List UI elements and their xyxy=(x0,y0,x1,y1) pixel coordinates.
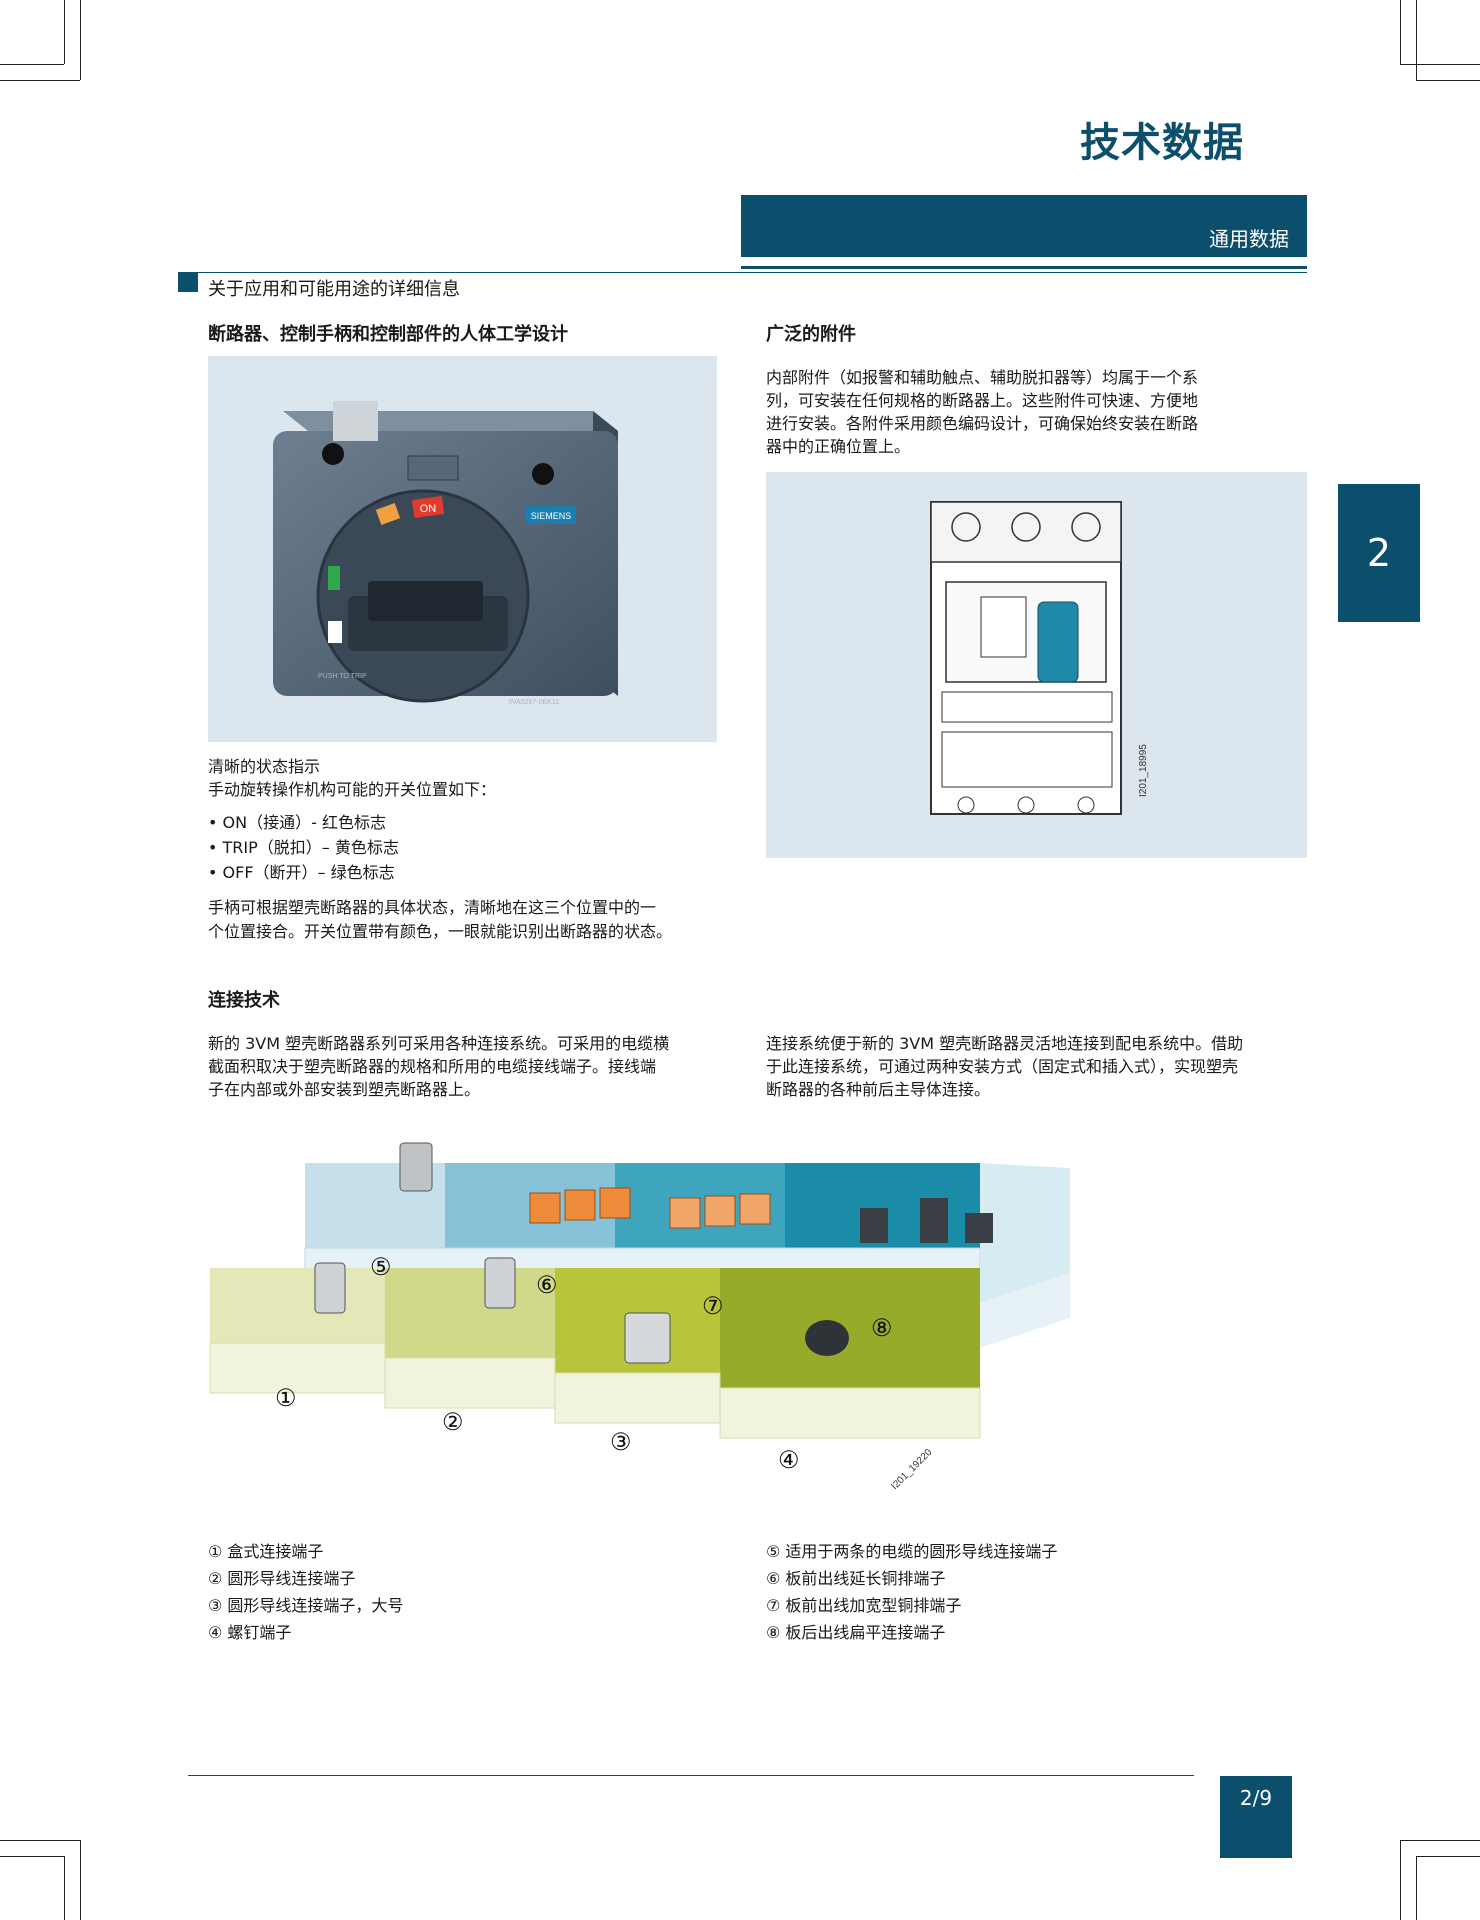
legend-left: ① 盒式连接端子 ② 圆形导线连接端子 ③ 圆形导线连接端子，大号 ④ 螺钉端子 xyxy=(208,1538,403,1646)
crop-mark xyxy=(64,1856,65,1920)
on-label: ON xyxy=(420,503,437,515)
legend-item: ① 盒式连接端子 xyxy=(208,1542,324,1561)
paragraph-line: 内部附件（如报警和辅助触点、辅助脱扣器等）均属于一个系 xyxy=(766,368,1199,387)
connection-right-paragraph: 连接系统便于新的 3VM 塑壳断路器灵活地连接到配电系统中。借助 于此连接系统，… xyxy=(766,1032,1243,1101)
paragraph-line: 子在内部或外部安装到塑壳断路器上。 xyxy=(208,1080,481,1099)
crop-mark xyxy=(0,64,64,65)
breaker-image: I201_18995 xyxy=(766,472,1307,858)
paragraph-line: 新的 3VM 塑壳断路器系列可采用各种连接系统。可采用的电缆横 xyxy=(208,1034,670,1053)
crop-mark xyxy=(1416,0,1417,80)
legend-item: ⑥ 板前出线延长铜排端子 xyxy=(766,1569,946,1588)
crop-mark xyxy=(0,1840,80,1841)
paragraph-line: 连接系统便于新的 3VM 塑壳断路器灵活地连接到配电系统中。借助 xyxy=(766,1034,1244,1053)
status-intro: 手动旋转操作机构可能的开关位置如下： xyxy=(208,780,497,799)
legend-right: ⑤ 适用于两条的电缆的圆形导线连接端子 ⑥ 板前出线延长铜排端子 ⑦ 板前出线加… xyxy=(766,1538,1057,1646)
image-id-label: I201_19220 xyxy=(889,1447,934,1492)
page-number: 2/9 xyxy=(1220,1776,1292,1858)
subtitle-underline xyxy=(741,266,1307,269)
status-list-item: ON（接通）- 红色标志 xyxy=(208,810,399,835)
handle-paragraph: 手柄可根据塑壳断路器的具体状态，清晰地在这三个位置中的一 个位置接合。开关位置带… xyxy=(208,896,672,944)
crop-mark xyxy=(1400,0,1401,64)
crop-mark xyxy=(0,1856,64,1857)
paragraph-line: 器中的正确位置上。 xyxy=(766,437,911,456)
crop-mark xyxy=(1400,1840,1480,1841)
marker-5: ⑤ xyxy=(370,1254,392,1281)
status-list-item: OFF（断开）– 绿色标志 xyxy=(208,860,399,885)
status-list-item: TRIP（脱扣）– 黄色标志 xyxy=(208,835,399,860)
flat-terminals xyxy=(860,1198,993,1243)
tile-2 xyxy=(385,1268,555,1358)
tile-1 xyxy=(210,1268,385,1343)
push-to-trip-label: PUSH TO TRIP xyxy=(318,673,367,680)
legend-item: ⑤ 适用于两条的电缆的圆形导线连接端子 xyxy=(766,1542,1058,1561)
handle-image: SIEMENS ON PUSH TO TRIP 3VA9267-0EK11 xyxy=(208,356,717,742)
image-id-label: I201_18995 xyxy=(1138,744,1149,797)
terminal-diagram: ① ② ③ ④ ⑤ ⑥ ⑦ ⑧ I201_19220 xyxy=(200,1138,1080,1508)
section-rule xyxy=(198,272,1307,273)
legend-item: ③ 圆形导线连接端子，大号 xyxy=(208,1596,404,1615)
page-title: 技术数据 xyxy=(1080,120,1244,166)
status-title: 清晰的状态指示 xyxy=(208,757,321,776)
connection-left-paragraph: 新的 3VM 塑壳断路器系列可采用各种连接系统。可采用的电缆横 截面积取决于塑壳… xyxy=(208,1032,669,1101)
marker-8: ⑧ xyxy=(871,1315,893,1342)
section-heading: 关于应用和可能用途的详细信息 xyxy=(208,279,460,300)
terminal-diagram-svg: ① ② ③ ④ ⑤ ⑥ ⑦ ⑧ I201_19220 xyxy=(209,1142,1070,1492)
paragraph-line: 截面积取决于塑壳断路器的规格和所用的电缆接线端子。接线端 xyxy=(208,1057,657,1076)
crop-mark xyxy=(64,0,65,64)
legend-item: ⑧ 板后出线扁平连接端子 xyxy=(766,1623,946,1642)
section-marker xyxy=(178,272,198,292)
chapter-tab: 2 xyxy=(1338,484,1420,622)
paragraph-line: 个位置接合。开关位置带有颜色，一眼就能识别出断路器的状态。 xyxy=(208,922,673,941)
crop-mark xyxy=(1416,1856,1417,1920)
connection-heading: 连接技术 xyxy=(208,990,280,1011)
paragraph-line: 于此连接系统，可通过两种安装方式（固定式和插入式），实现塑壳 xyxy=(766,1057,1239,1076)
marker-4: ④ xyxy=(778,1447,800,1474)
circuit-breaker-illustration: I201_18995 xyxy=(930,501,1149,815)
part-number-label: 3VA9267-0EK11 xyxy=(508,699,559,706)
crop-mark xyxy=(0,80,80,81)
marker-6: ⑥ xyxy=(536,1272,558,1299)
copper-bars xyxy=(529,1187,771,1229)
crop-mark xyxy=(80,1840,81,1920)
paragraph-line: 列，可安装在任何规格的断路器上。这些附件可快速、方便地 xyxy=(766,391,1199,410)
marker-2: ② xyxy=(442,1409,464,1436)
page-subtitle: 通用数据 xyxy=(1209,227,1289,251)
legend-item: ② 圆形导线连接端子 xyxy=(208,1569,356,1588)
crop-mark xyxy=(1400,1840,1401,1920)
crop-mark xyxy=(1400,64,1480,65)
brand-label: SIEMENS xyxy=(531,511,572,521)
crop-mark xyxy=(1416,80,1480,81)
crop-mark xyxy=(1416,1856,1480,1857)
tile-4 xyxy=(720,1268,980,1388)
rotary-handle-illustration: SIEMENS ON PUSH TO TRIP 3VA9267-0EK11 xyxy=(273,401,618,706)
accessories-paragraph: 内部附件（如报警和辅助触点、辅助脱扣器等）均属于一个系 列，可安装在任何规格的断… xyxy=(766,366,1198,458)
paragraph-line: 进行安装。各附件采用颜色编码设计，可确保始终安装在断路 xyxy=(766,414,1199,433)
marker-3: ③ xyxy=(610,1429,632,1456)
legend-item: ④ 螺钉端子 xyxy=(208,1623,292,1642)
footer-rule xyxy=(188,1775,1194,1776)
ergonomics-heading: 断路器、控制手柄和控制部件的人体工学设计 xyxy=(208,324,568,345)
marker-1: ① xyxy=(275,1385,297,1412)
legend-item: ⑦ 板前出线加宽型铜排端子 xyxy=(766,1596,962,1615)
accessories-heading: 广泛的附件 xyxy=(766,324,856,345)
paragraph-line: 手柄可根据塑壳断路器的具体状态，清晰地在这三个位置中的一 xyxy=(208,898,657,917)
crop-mark xyxy=(80,0,81,80)
paragraph-line: 断路器的各种前后主导体连接。 xyxy=(766,1080,991,1099)
marker-7: ⑦ xyxy=(702,1293,724,1320)
subtitle-band: 通用数据 xyxy=(741,195,1307,257)
status-list: ON（接通）- 红色标志 TRIP（脱扣）– 黄色标志 OFF（断开）– 绿色标… xyxy=(208,810,399,885)
